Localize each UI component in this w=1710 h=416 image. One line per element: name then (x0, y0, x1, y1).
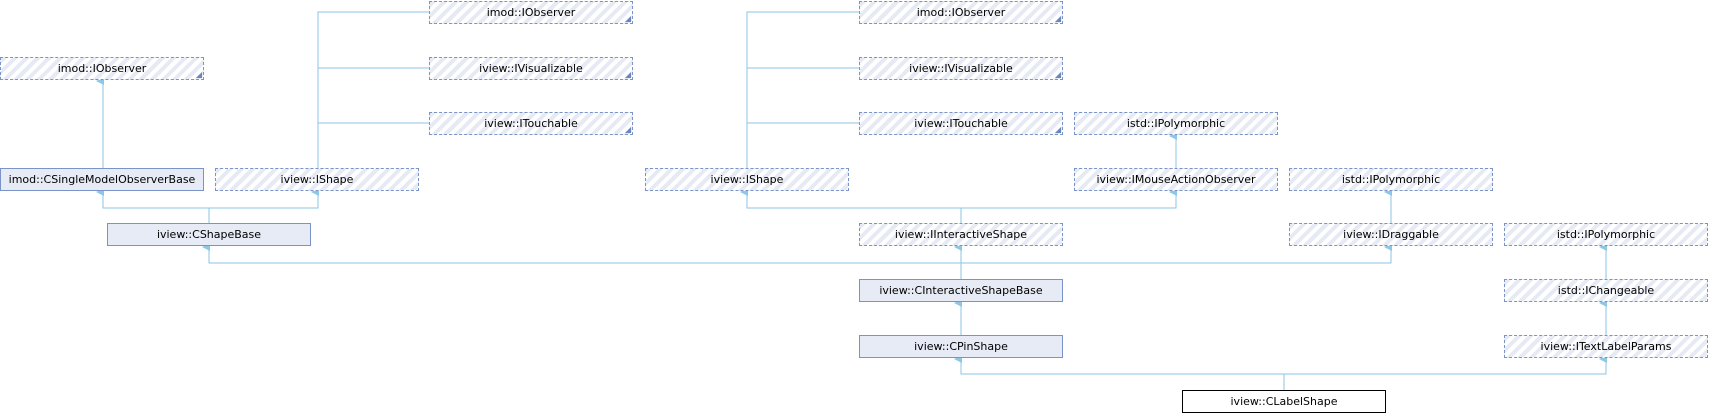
class-node-istd-ipolymorphic[interactable]: istd::IPolymorphic (1074, 112, 1278, 135)
class-node-label: iview::IVisualizable (909, 62, 1013, 75)
class-node-label: iview::CLabelShape (1230, 395, 1338, 408)
inheritance-edge (209, 188, 319, 209)
class-node-imod-iobserver[interactable]: imod::IObserver (429, 1, 633, 24)
class-node-label: iview::CShapeBase (156, 228, 262, 241)
inheritance-edge (746, 11, 859, 168)
class-node-iview-itouchable[interactable]: iview::ITouchable (859, 112, 1063, 135)
more-triangle-icon (1055, 16, 1061, 22)
class-node-imod-csinglemodelobserverbase[interactable]: imod::CSingleModelObserverBase (0, 168, 204, 191)
more-triangle-icon (625, 16, 631, 22)
class-node-label: iview::IMouseActionObserver (1096, 173, 1256, 186)
class-node-label: istd::IPolymorphic (1556, 228, 1656, 241)
more-triangle-icon (1055, 127, 1061, 133)
class-node-label: iview::IShape (280, 173, 354, 186)
class-node-label: iview::ITouchable (484, 117, 578, 130)
inheritance-edge (961, 243, 1392, 264)
inheritance-edge (202, 243, 962, 279)
more-triangle-icon (1055, 72, 1061, 78)
class-node-istd-ichangeable[interactable]: istd::IChangeable (1504, 279, 1708, 302)
class-node-label: istd::IChangeable (1557, 284, 1655, 297)
class-node-iview-ishape[interactable]: iview::IShape (215, 168, 419, 191)
class-node-label: iview::IShape (710, 173, 784, 186)
class-node-label: istd::IPolymorphic (1341, 173, 1441, 186)
class-node-iview-imouseactionobserver[interactable]: iview::IMouseActionObserver (1074, 168, 1278, 191)
class-node-iview-cpinshape[interactable]: iview::CPinShape (859, 335, 1063, 358)
more-triangle-icon (625, 72, 631, 78)
class-node-label: imod::IObserver (57, 62, 147, 75)
inheritance-edge (317, 11, 429, 168)
class-node-iview-iinteractiveshape[interactable]: iview::IInteractiveShape (859, 223, 1063, 246)
class-node-label: iview::IVisualizable (479, 62, 583, 75)
inheritance-edge (961, 188, 1177, 209)
class-node-label: iview::IDraggable (1343, 228, 1439, 241)
class-node-imod-iobserver[interactable]: imod::IObserver (859, 1, 1063, 24)
class-node-iview-cshapebase[interactable]: iview::CShapeBase (107, 223, 311, 246)
class-node-iview-ivisualizable[interactable]: iview::IVisualizable (429, 57, 633, 80)
inheritance-edge (954, 355, 1285, 390)
inheritance-edge (1284, 355, 1607, 375)
class-node-label: iview::CInteractiveShapeBase (879, 284, 1043, 297)
more-triangle-icon (625, 127, 631, 133)
class-node-iview-itouchable[interactable]: iview::ITouchable (429, 112, 633, 135)
class-node-iview-itextlabelparams[interactable]: iview::ITextLabelParams (1504, 335, 1708, 358)
class-node-label: imod::IObserver (486, 6, 576, 19)
class-node-label: istd::IPolymorphic (1126, 117, 1226, 130)
class-node-label: iview::IInteractiveShape (894, 228, 1028, 241)
class-node-istd-ipolymorphic[interactable]: istd::IPolymorphic (1504, 223, 1708, 246)
class-node-label: imod::IObserver (916, 6, 1006, 19)
inheritance-edge (740, 188, 962, 223)
class-node-label: iview::ITextLabelParams (1540, 340, 1672, 353)
class-node-iview-ishape[interactable]: iview::IShape (645, 168, 849, 191)
class-node-label: iview::CPinShape (914, 340, 1008, 353)
class-node-iview-idraggable[interactable]: iview::IDraggable (1289, 223, 1493, 246)
class-node-iview-cinteractiveshapebase[interactable]: iview::CInteractiveShapeBase (859, 279, 1063, 302)
class-node-label: iview::ITouchable (914, 117, 1008, 130)
more-triangle-icon (196, 72, 202, 78)
class-node-iview-ivisualizable[interactable]: iview::IVisualizable (859, 57, 1063, 80)
class-node-iview-clabelshape: iview::CLabelShape (1182, 390, 1386, 413)
class-node-label: imod::CSingleModelObserverBase (8, 173, 196, 186)
inheritance-edge (96, 188, 210, 223)
class-node-istd-ipolymorphic[interactable]: istd::IPolymorphic (1289, 168, 1493, 191)
class-node-imod-iobserver[interactable]: imod::IObserver (0, 57, 204, 80)
